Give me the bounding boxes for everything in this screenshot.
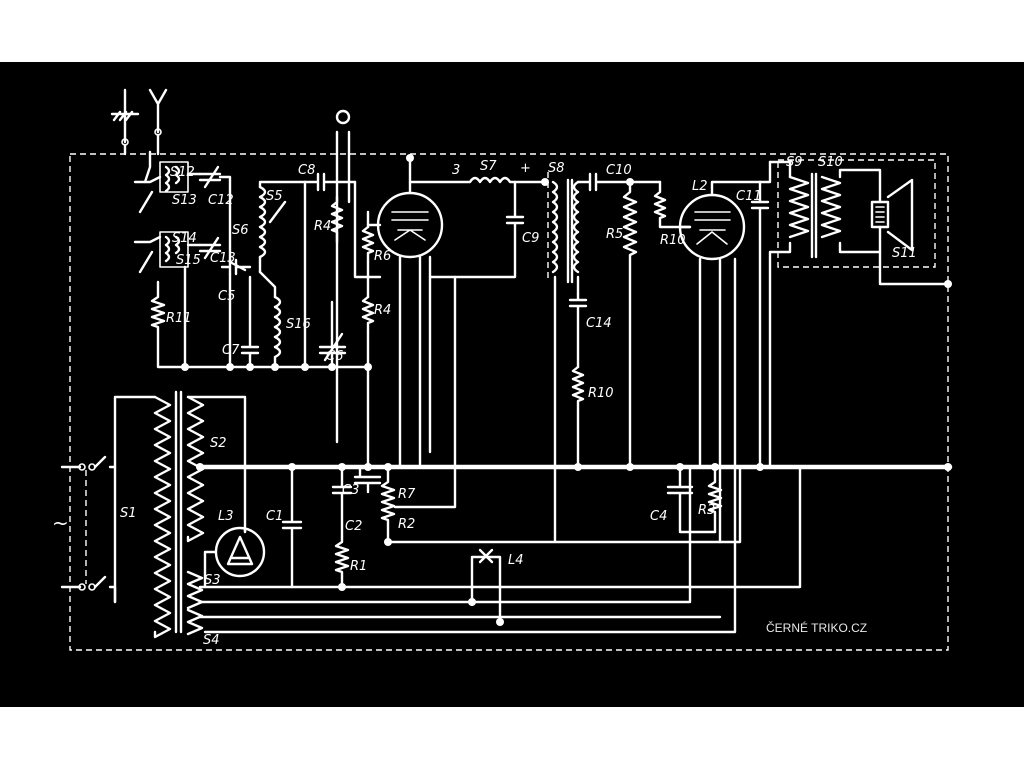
- s8-transformer: [547, 172, 580, 534]
- label-r3: R3: [698, 503, 715, 518]
- label-l2: L2: [692, 179, 708, 194]
- label-s7: S7: [480, 159, 497, 174]
- label-s12: S12: [170, 165, 195, 180]
- label-c12: C12: [208, 193, 234, 208]
- label-s1: S1: [120, 506, 137, 521]
- earth-symbol: [110, 88, 140, 146]
- label-s8: S8: [548, 161, 565, 176]
- c13-capacitor: [220, 258, 252, 276]
- label-n3: 3: [452, 163, 460, 178]
- schematic-board: S12 S13 C12 S14 S15 C13 C5 S6 S5 C8 R4 R…: [0, 62, 1024, 707]
- output-transformer: [768, 159, 936, 469]
- valve-l2: [678, 160, 772, 544]
- c10-capacitor: [576, 172, 662, 192]
- input-coils: [133, 161, 247, 274]
- mains-input: [60, 455, 117, 604]
- label-c3: C3: [342, 483, 359, 498]
- label-s6: S6: [232, 223, 249, 238]
- label-mains-tilde: ~: [52, 511, 69, 535]
- r7-r2-divider: [380, 275, 457, 544]
- r3-c4: [666, 465, 723, 534]
- label-l3: L3: [218, 509, 234, 524]
- label-c13: C13: [210, 251, 236, 266]
- chassis-outline: [69, 153, 949, 651]
- label-r4: R4: [374, 303, 391, 318]
- label-c11: C11: [736, 189, 762, 204]
- label-s10: S10: [818, 155, 843, 170]
- label-s11: S11: [892, 246, 917, 261]
- filter-c3-c2-r1: [331, 465, 382, 589]
- watermark: ČERNÉ TRIKO.CZ: [766, 620, 867, 635]
- component-labels: S12 S13 C12 S14 S15 C13 C5 S6 S5 C8 R4 R…: [52, 155, 917, 648]
- label-c6: C6: [326, 349, 343, 364]
- label-c1: C1: [266, 509, 283, 524]
- label-c10: C10: [606, 163, 632, 178]
- label-s9: S9: [786, 155, 803, 170]
- lower-bus-lines: [198, 465, 802, 634]
- label-c4: C4: [650, 509, 667, 524]
- label-s15: S15: [176, 253, 201, 268]
- pilot-lamp-l4: [470, 548, 502, 624]
- label-r4-top: R4: [314, 219, 331, 234]
- label-c7: C7: [222, 343, 240, 358]
- label-plus: +: [520, 161, 531, 176]
- label-r10-top: R10: [660, 233, 686, 248]
- c8-capacitor: [303, 172, 357, 192]
- r5-resistor: [622, 180, 638, 469]
- c1-capacitor: [281, 465, 303, 589]
- junction-dots: [181, 154, 952, 626]
- valve-l1: [366, 156, 444, 469]
- s7-choke: [408, 176, 547, 279]
- label-c9: C9: [522, 231, 539, 246]
- speaker-s11: [870, 178, 950, 286]
- label-c8: C8: [298, 163, 315, 178]
- label-r7: R7: [398, 487, 416, 502]
- label-s14: S14: [172, 231, 197, 246]
- label-r11: R11: [166, 311, 192, 326]
- c11-capacitor: [750, 180, 770, 469]
- label-s4: S4: [203, 633, 220, 648]
- circuit-schematic: S12 S13 C12 S14 S15 C13 C5 S6 S5 C8 R4 R…: [52, 88, 953, 651]
- antenna-symbol: [148, 88, 168, 136]
- label-s16: S16: [286, 317, 311, 332]
- label-c5: C5: [218, 289, 235, 304]
- label-s5: S5: [266, 189, 283, 204]
- tuning-lower: [150, 180, 370, 369]
- label-r6: R6: [374, 249, 391, 264]
- r10-top-resistor: [653, 180, 692, 229]
- c14-r10-column: [568, 292, 588, 469]
- pickup-terminal: [335, 109, 351, 444]
- rectifier-l3: [203, 526, 266, 589]
- label-l4: L4: [508, 553, 524, 568]
- label-r2: R2: [398, 517, 415, 532]
- label-c14: C14: [586, 316, 612, 331]
- label-r1: R1: [350, 559, 367, 574]
- label-r5: R5: [606, 227, 623, 242]
- label-s3: S3: [204, 573, 221, 588]
- r4-top-resistor: [330, 195, 344, 244]
- s5-s6-coil: [258, 180, 307, 274]
- label-s13: S13: [172, 193, 197, 208]
- label-s2: S2: [210, 436, 227, 451]
- label-c2: C2: [345, 519, 362, 534]
- label-r10: R10: [588, 386, 614, 401]
